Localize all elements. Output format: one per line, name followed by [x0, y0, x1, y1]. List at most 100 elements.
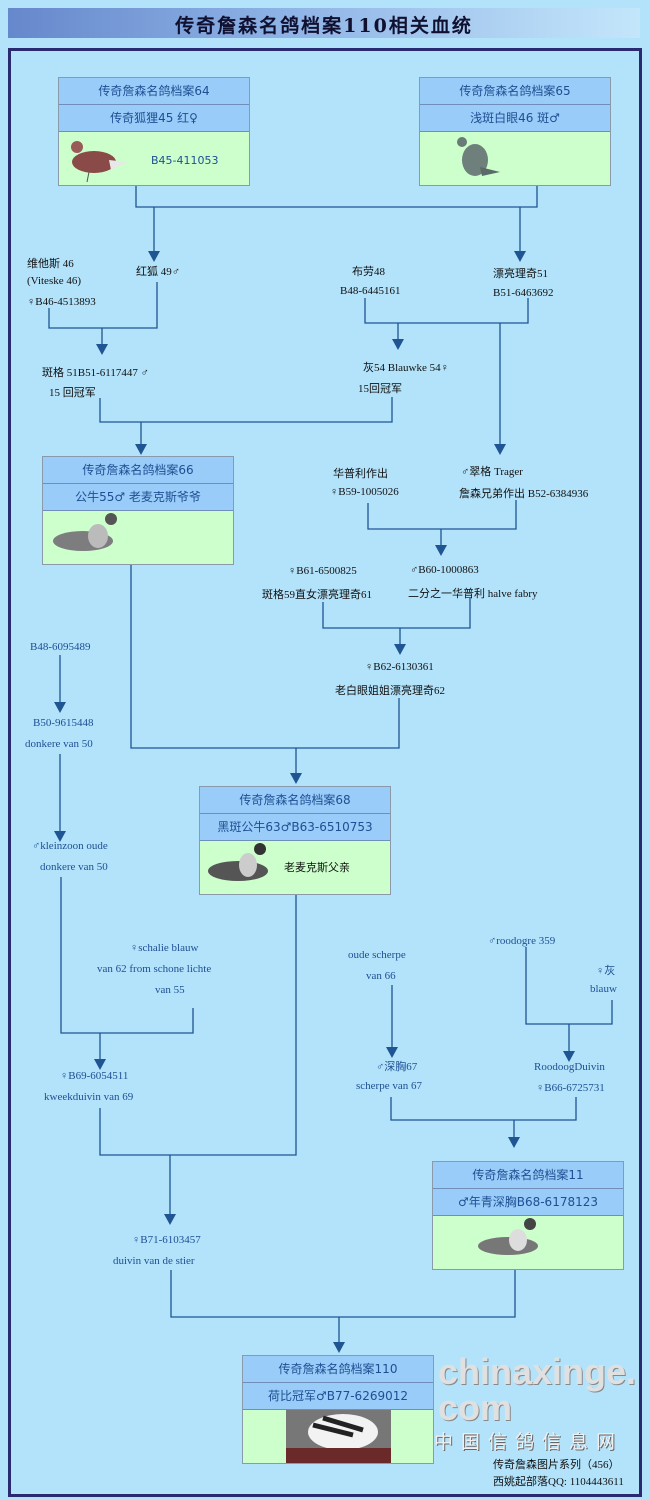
label-b60_2: 二分之一华普利 halve fabry: [408, 588, 538, 600]
label-piaoliang1: 漂亮理奇51: [493, 268, 548, 280]
arrow-head: [96, 344, 108, 355]
label-b48: B48-6095489: [30, 641, 91, 653]
label-b50_1: B50-9615448: [33, 717, 94, 729]
box-title: 传奇詹森名鸽档案64: [59, 78, 249, 105]
label-b69_1: ♀B69-6054511: [60, 1070, 129, 1082]
label-schalie1: ♀schalie blauw: [130, 942, 199, 954]
label-oude1: oude scherpe: [348, 949, 406, 961]
pedigree-box-64: 传奇詹森名鸽档案64 传奇狐狸45 红♀ B45-411053: [58, 77, 250, 186]
label-hui3: ♀灰: [596, 965, 616, 977]
label-huapuli1: 华普利作出: [333, 468, 388, 480]
box-name: 公牛55♂ 老麦克斯爷爷: [43, 484, 233, 511]
qq-caption: 西姚起部落QQ: 1104443611: [493, 1476, 624, 1488]
arrow-head: [435, 545, 447, 556]
label-hui2: 15回冠军: [358, 383, 402, 395]
label-bulao2: B48-6445161: [340, 285, 401, 297]
arrow-head: [94, 1059, 106, 1070]
box-name: 荷比冠军♂B77-6269012: [243, 1383, 433, 1410]
title-banner: 传奇詹森名鸽档案110相关血统: [8, 8, 640, 38]
label-bange1: 斑格 51B51-6117447 ♂: [42, 367, 149, 379]
box-title: 传奇詹森名鸽档案66: [43, 457, 233, 484]
label-schalie2: van 62 from schone lichte: [97, 963, 212, 975]
arrow-head: [563, 1051, 575, 1062]
label-oude2: van 66: [366, 970, 396, 982]
label-b61_1: ♀B61-6500825: [288, 565, 357, 577]
box-name: ♂年青深胸B68-6178123: [433, 1189, 623, 1216]
label-roodoog1: RoodoogDuivin: [534, 1061, 605, 1073]
arrow-head: [392, 339, 404, 350]
connector-line: [367, 500, 517, 530]
box-name: 传奇狐狸45 红♀: [59, 105, 249, 132]
pedigree-box-110: 传奇詹森名鸽档案110 荷比冠军♂B77-6269012: [242, 1355, 434, 1464]
label-piaoliang2: B51-6463692: [493, 287, 554, 299]
label-honghu: 红狐 49♂: [136, 266, 180, 278]
label-schalie3: van 55: [155, 984, 185, 996]
label-hui1: 灰54 Blauwke 54♀: [363, 362, 449, 374]
label-cuige2: 詹森兄弟作出 B52-6384936: [459, 488, 589, 500]
pedigree-box-11: 传奇詹森名鸽档案11 ♂年青深胸B68-6178123: [432, 1161, 624, 1270]
arrow-head: [494, 444, 506, 455]
connector-line: [390, 1097, 577, 1121]
box-title: 传奇詹森名鸽档案68: [200, 787, 390, 814]
label-viteske1: 维他斯 46: [27, 258, 74, 270]
arrow-head: [148, 251, 160, 262]
box-note: 老麦克斯父亲: [284, 861, 350, 874]
arrow-head: [290, 773, 302, 784]
diagram-frame: [8, 48, 642, 1497]
connector-line: [135, 185, 538, 208]
box-name: 浅斑白眼46 斑♂: [420, 105, 610, 132]
label-b50_2: donkere van 50: [25, 738, 93, 750]
connector-line: [99, 894, 297, 1156]
series-caption: 传奇詹森图片系列（456）: [493, 1459, 620, 1471]
watermark-site: chinaxinge.com: [438, 1351, 637, 1428]
pedigree-box-66: 传奇詹森名鸽档案66 公牛55♂ 老麦克斯爷爷: [42, 456, 234, 565]
arrow-head: [514, 251, 526, 262]
arrow-head: [164, 1214, 176, 1225]
connector-line: [130, 564, 400, 749]
pigeon-image: [478, 1218, 538, 1255]
label-b71_2: duivin van de stier: [113, 1255, 195, 1267]
pedigree-box-68: 传奇詹森名鸽档案68 黑斑公牛63♂B63-6510753 老麦克斯父亲: [199, 786, 391, 895]
pigeon-image: [71, 141, 127, 183]
watermark-cn: 中国信鸽信息网: [434, 1432, 624, 1453]
page-title: 传奇詹森名鸽档案110相关血统: [175, 15, 473, 37]
arrow-head: [54, 831, 66, 842]
arrow-head: [54, 702, 66, 713]
connector-line: [48, 282, 158, 329]
label-b62_2: 老白眼姐姐漂亮理奇62: [335, 685, 445, 697]
label-bulao1: 布劳48: [352, 266, 385, 278]
arrow-head: [508, 1137, 520, 1148]
label-b61_2: 斑格59直女漂亮理奇61: [262, 589, 372, 601]
box-title: 传奇詹森名鸽档案11: [433, 1162, 623, 1189]
pigeon-image: [457, 137, 500, 176]
label-hui4: blauw: [590, 983, 617, 995]
label-bange2: 15 回冠军: [49, 387, 96, 399]
label-huapuli2: ♀B59-1005026: [330, 486, 399, 498]
label-klein1: ♂kleinzoon oude: [32, 840, 108, 852]
connector-line: [322, 598, 471, 629]
connector-line: [99, 397, 393, 423]
label-viteske3: ♀B46-4513893: [27, 296, 96, 308]
box-title: 传奇詹森名鸽档案110: [243, 1356, 433, 1383]
label-diep2: scherpe van 67: [356, 1080, 422, 1092]
ring-number: B45-411053: [151, 154, 219, 167]
pigeon-image: [53, 513, 117, 551]
box-name: 黑斑公牛63♂B63-6510753: [200, 814, 390, 841]
label-rood1: ♂roodogre 359: [488, 935, 556, 947]
pedigree-box-65: 传奇詹森名鸽档案65 浅斑白眼46 斑♂: [419, 77, 611, 186]
label-b60_1: ♂B60-1000863: [410, 564, 479, 576]
arrow-head: [394, 644, 406, 655]
label-diep1: ♂深胸67: [376, 1061, 418, 1073]
label-roodoog2: ♀B66-6725731: [536, 1082, 605, 1094]
connector-line: [364, 298, 529, 324]
pigeon-image: [208, 843, 268, 881]
label-cuige1: ♂翠格 Trager: [461, 466, 523, 478]
arrow-head: [386, 1047, 398, 1058]
label-klein2: donkere van 50: [40, 861, 108, 873]
label-b62_1: ♀B62-6130361: [365, 661, 434, 673]
connector-line: [60, 877, 194, 1034]
label-b71_1: ♀B71-6103457: [132, 1234, 201, 1246]
pigeon-image: [286, 1410, 391, 1463]
label-b69_2: kweekduivin van 69: [44, 1091, 134, 1103]
